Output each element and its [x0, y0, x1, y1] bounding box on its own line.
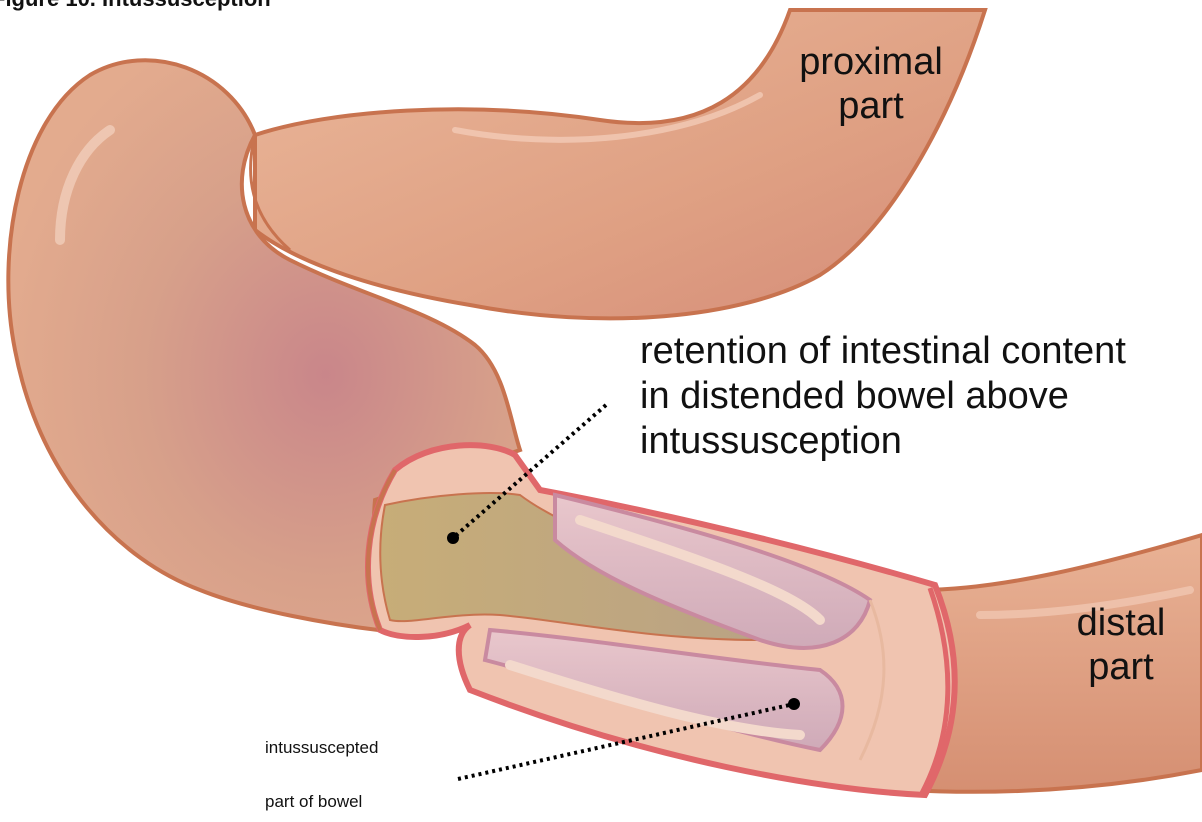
label-intussuscepted: intussuscepted part of bowel	[265, 738, 378, 811]
label-retention-line1: retention of intestinal content	[640, 329, 1126, 374]
cut-section	[368, 445, 955, 795]
label-proximal-part: proximal part	[788, 40, 954, 128]
label-distal-part: distal part	[1066, 601, 1176, 689]
retention-marker-dot	[447, 532, 459, 544]
label-distal-line1: distal	[1066, 601, 1176, 645]
label-intussuscepted-line2: part of bowel	[265, 792, 378, 812]
label-retention-line3: intussusception	[640, 419, 1126, 464]
label-proximal-line1: proximal	[788, 40, 954, 84]
label-distal-line2: part	[1066, 645, 1176, 689]
label-retention: retention of intestinal content in diste…	[640, 329, 1126, 465]
label-retention-line2: in distended bowel above	[640, 374, 1126, 419]
intussuscepted-marker-dot	[788, 698, 800, 710]
label-intussuscepted-line1: intussuscepted	[265, 738, 378, 758]
label-proximal-line2: part	[788, 84, 954, 128]
